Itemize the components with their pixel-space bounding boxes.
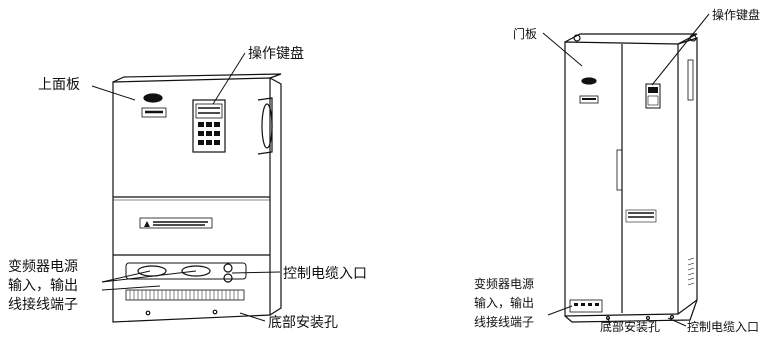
right-leader-lines bbox=[542, 13, 710, 327]
left-leader-lines bbox=[91, 52, 281, 322]
right-inverter bbox=[564, 33, 698, 323]
label-right-control-cable: 控制电缆入口 bbox=[687, 320, 760, 334]
right-side-panel bbox=[677, 37, 698, 315]
left-keypad-shape bbox=[192, 99, 226, 153]
label-left-keypad: 操作键盘 bbox=[248, 46, 304, 62]
label-right-bottom-holes: 底部安装孔 bbox=[600, 320, 661, 334]
left-side-panel bbox=[269, 77, 282, 316]
label-left-power-terminals: 变频器电源 输入，输出 线接线端子 bbox=[8, 259, 78, 313]
left-inverter bbox=[112, 73, 282, 323]
label-door-panel: 门板 bbox=[513, 27, 538, 41]
label-right-power-terminals: 变频器电源 输入，输出 线接线端子 bbox=[474, 277, 535, 329]
label-right-keypad: 操作键盘 bbox=[712, 8, 761, 22]
label-left-bottom-holes: 底部安装孔 bbox=[268, 315, 338, 331]
label-top-panel: 上面板 bbox=[38, 77, 80, 93]
label-left-control-cable: 控制电缆入口 bbox=[283, 266, 367, 282]
